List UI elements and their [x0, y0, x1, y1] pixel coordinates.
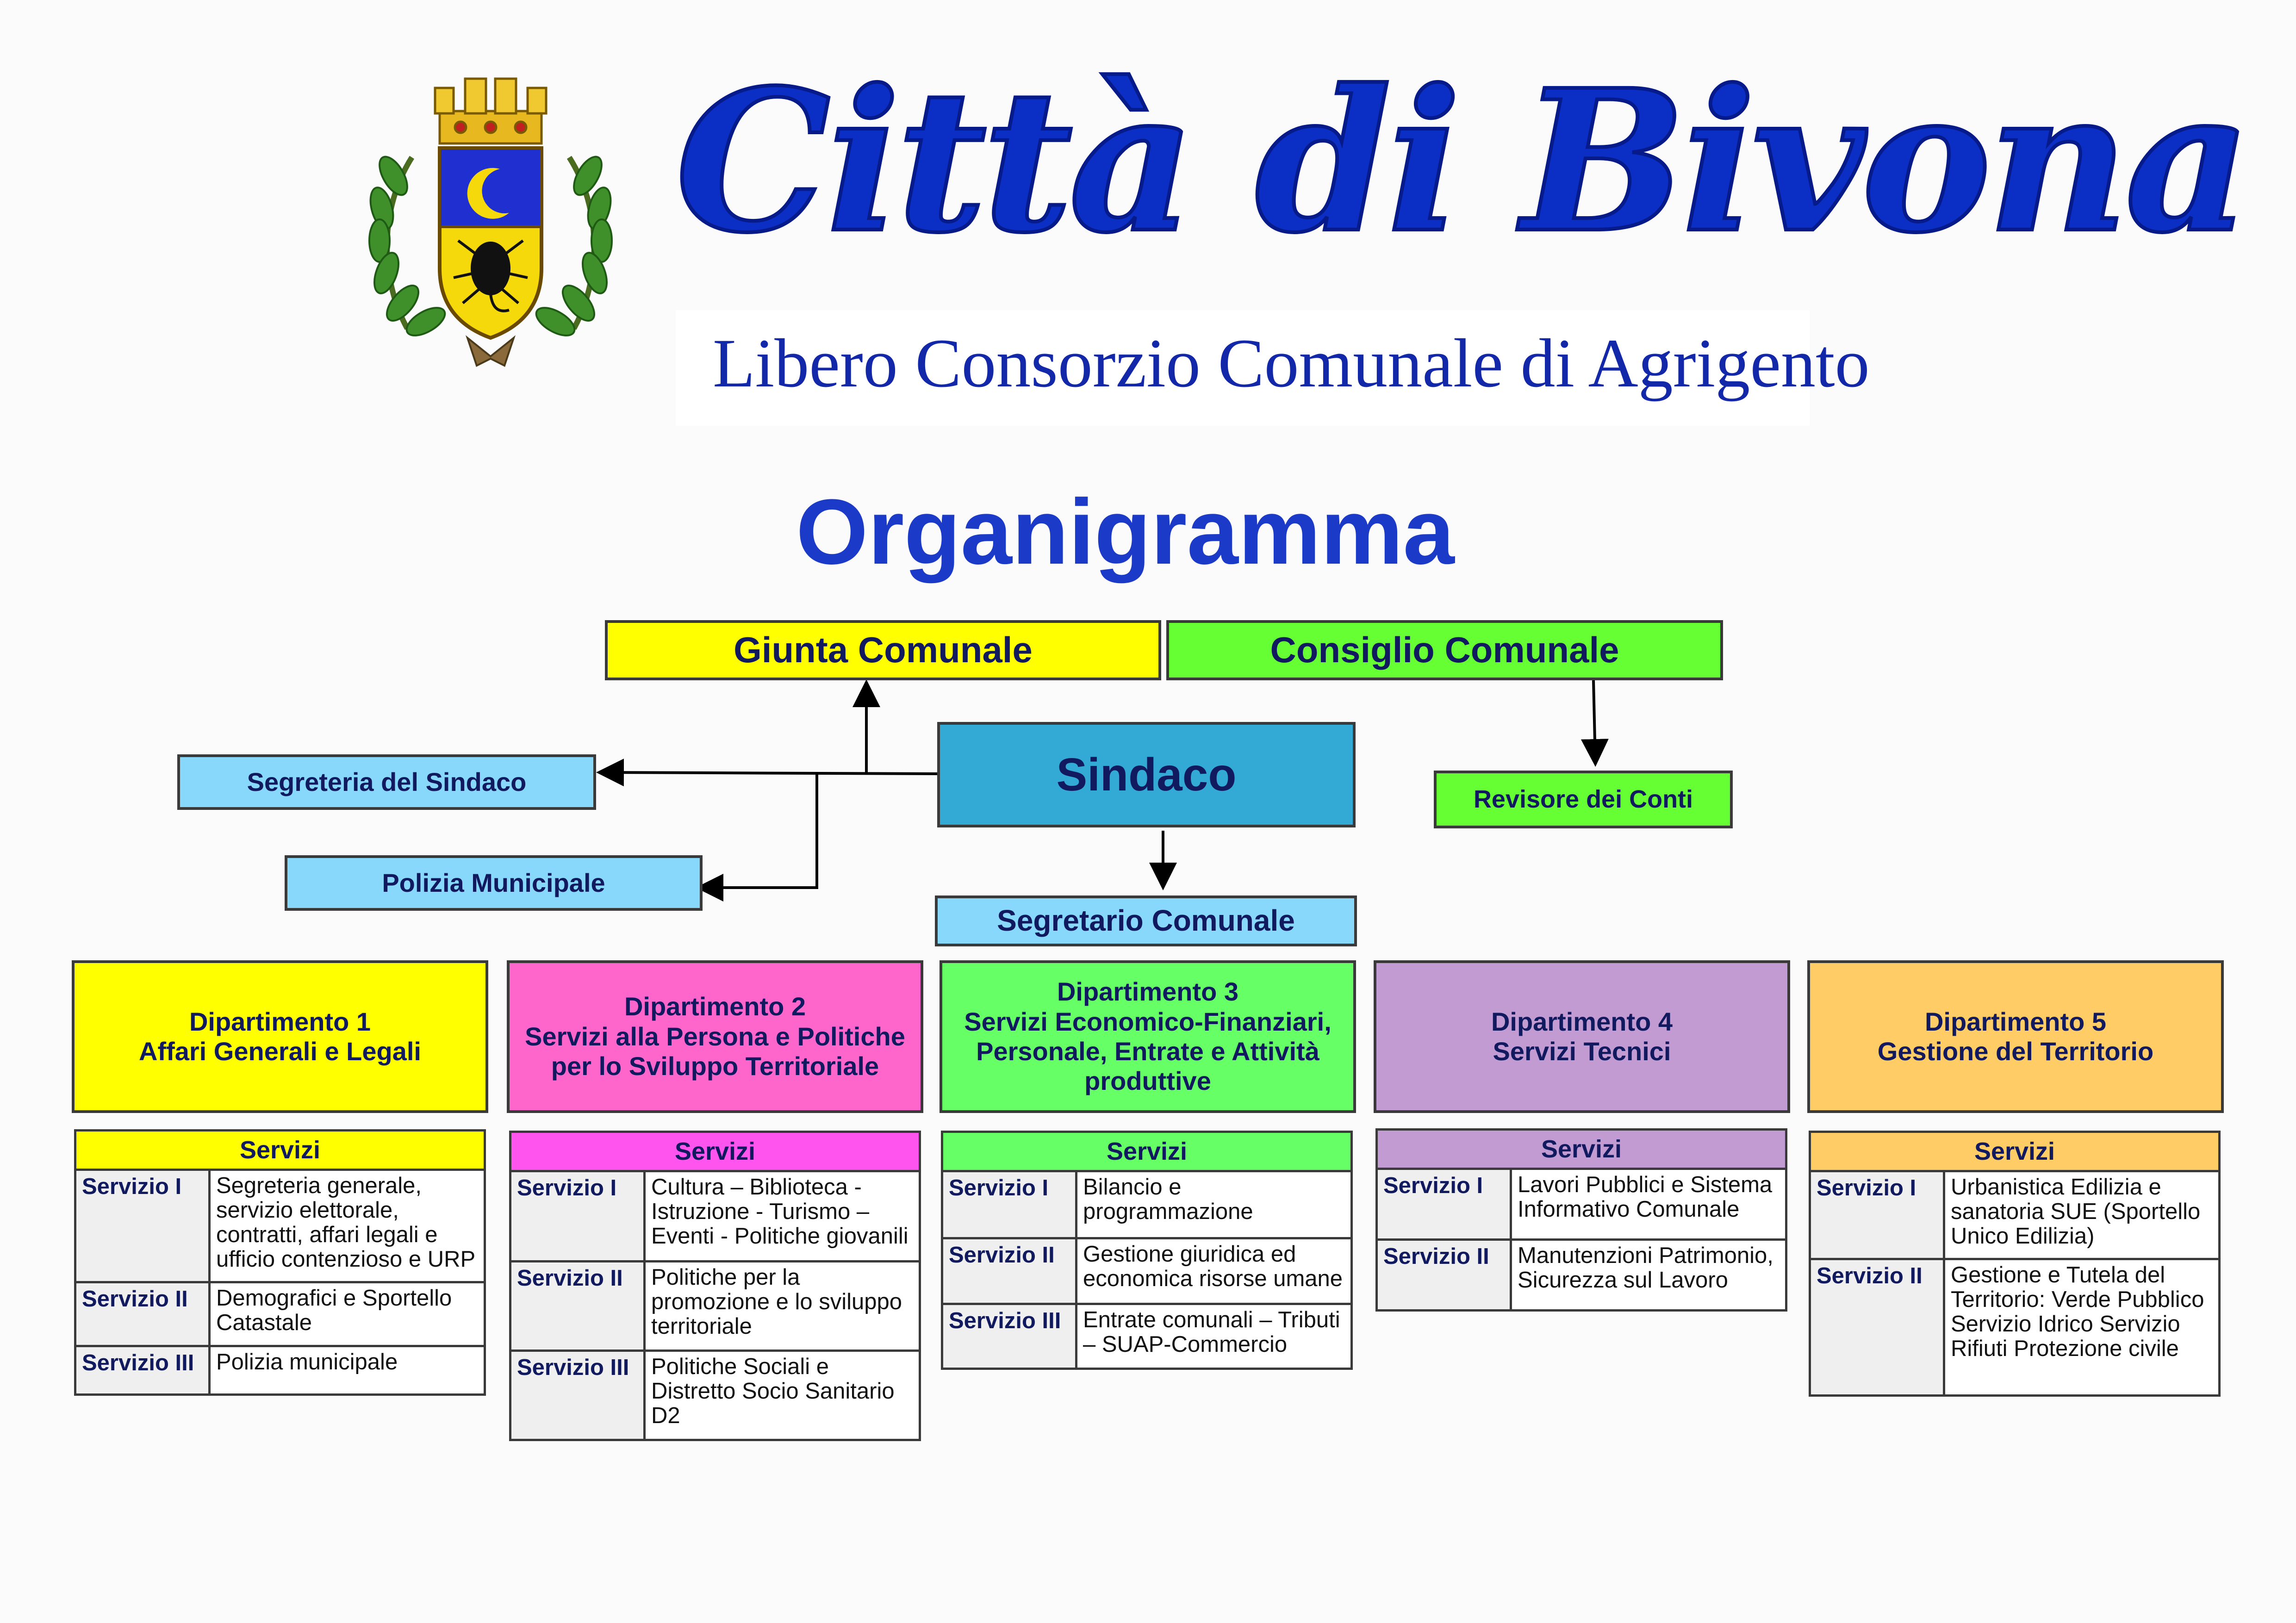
- service-name: Servizio III: [511, 1352, 646, 1439]
- segretario-comunale-box: Segretario Comunale: [935, 895, 1357, 946]
- service-name: Servizio II: [943, 1239, 1077, 1303]
- department-number: Dipartimento 3: [1057, 977, 1239, 1007]
- service-description: Entrate comunali – Tributi – SUAP-Commer…: [1083, 1307, 1340, 1357]
- services-header: Servizi: [76, 1132, 484, 1171]
- service-description: Gestione e Tutela del Territorio: Verde …: [1951, 1262, 2204, 1361]
- service-description: Bilancio e programmazione: [1083, 1175, 1253, 1224]
- department-subtitle: Servizi alla Persona e Politiche per lo …: [525, 1021, 905, 1081]
- services-header: Servizi: [511, 1133, 919, 1172]
- sindaco-box: Sindaco: [937, 722, 1356, 827]
- service-name: Servizio III: [943, 1305, 1077, 1368]
- service-description: Segreteria generale, servizio elettorale…: [216, 1173, 476, 1272]
- department-number: Dipartimento 1: [189, 1007, 371, 1036]
- coat-of-arms-icon: [361, 69, 620, 375]
- service-name: Servizio II: [76, 1283, 211, 1345]
- subtitle: Libero Consorzio Comunale di Agrigento: [713, 325, 1870, 402]
- service-description: Manutenzioni Patrimonio, Sicurezza sul L…: [1518, 1243, 1773, 1293]
- department-number: Dipartimento 5: [1924, 1007, 2107, 1036]
- polizia-municipale-box: Polizia Municipale: [285, 855, 703, 911]
- service-description: Polizia municipale: [216, 1349, 398, 1374]
- service-name: Servizio II: [1378, 1241, 1512, 1309]
- department-subtitle: Gestione del Territorio: [1877, 1037, 2154, 1066]
- service-name: Servizio II: [1811, 1260, 1945, 1394]
- services-header: Servizi: [1378, 1131, 1785, 1170]
- service-name: Servizio I: [511, 1172, 646, 1260]
- giunta-comunale-box: Giunta Comunale: [605, 620, 1161, 680]
- service-name: Servizio I: [1811, 1172, 1945, 1258]
- department-number: Dipartimento 2: [624, 992, 806, 1021]
- service-description: Urbanistica Edilizia e sanatoria SUE (Sp…: [1951, 1175, 2201, 1249]
- segreteria-sindaco-box: Segreteria del Sindaco: [177, 754, 596, 810]
- city-title: Città di Bivona: [674, 46, 2253, 278]
- department-subtitle: Servizi Economico-Finanziari, Personale,…: [964, 1007, 1332, 1096]
- service-description: Politiche per la promozione e lo svilupp…: [651, 1265, 902, 1339]
- service-name: Servizio II: [511, 1262, 646, 1349]
- service-name: Servizio I: [943, 1172, 1077, 1237]
- department-number: Dipartimento 4: [1491, 1007, 1673, 1036]
- service-description: Gestione giuridica ed economica risorse …: [1083, 1242, 1343, 1291]
- service-name: Servizio III: [76, 1347, 211, 1393]
- department-subtitle: Affari Generali e Legali: [139, 1037, 421, 1066]
- service-description: Cultura – Biblioteca - Istruzione - Turi…: [651, 1175, 908, 1249]
- service-description: Lavori Pubblici e Sistema Informativo Co…: [1518, 1172, 1773, 1222]
- services-header: Servizi: [1811, 1133, 2218, 1172]
- subtitle-banner: [676, 310, 1810, 426]
- department-subtitle: Servizi Tecnici: [1493, 1037, 1671, 1066]
- service-name: Servizio I: [1378, 1170, 1512, 1238]
- revisore-conti-box: Revisore dei Conti: [1434, 771, 1733, 828]
- service-description: Politiche Sociali e Distretto Socio Sani…: [651, 1354, 895, 1428]
- page-title: Organigramma: [796, 480, 1455, 584]
- service-description: Demografici e Sportello Catastale: [216, 1286, 452, 1335]
- services-header: Servizi: [943, 1133, 1350, 1172]
- consiglio-comunale-box: Consiglio Comunale: [1166, 620, 1723, 680]
- service-name: Servizio I: [76, 1171, 211, 1281]
